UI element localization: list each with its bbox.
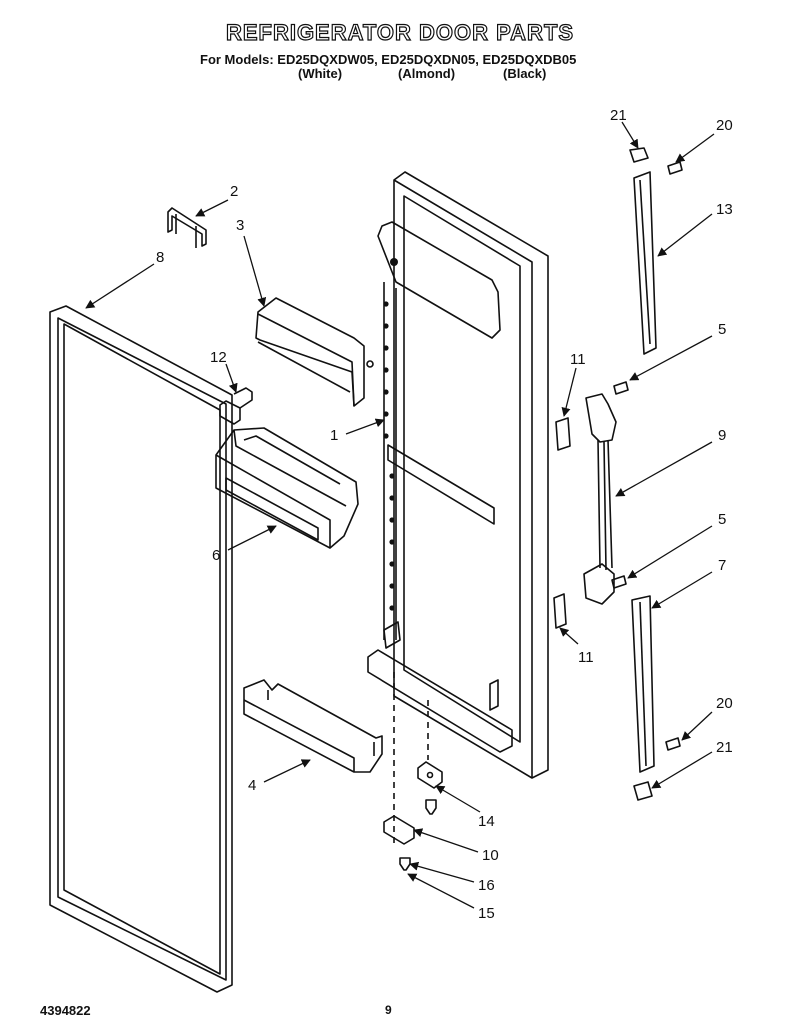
door-liner-holes <box>383 258 398 611</box>
page-number: 9 <box>385 1003 392 1017</box>
door-bin-part <box>215 427 359 549</box>
callout-10: 10 <box>482 847 499 864</box>
variant-white: (White) <box>298 66 343 81</box>
door-liner-part <box>367 171 549 779</box>
callout-1: 1 <box>330 427 338 444</box>
callout-20-upper: 20 <box>716 117 733 134</box>
callout-12: 12 <box>210 349 227 366</box>
callout-8: 8 <box>156 249 164 266</box>
bottom-trim-parts <box>633 737 681 801</box>
callout-15: 15 <box>478 905 495 922</box>
door-handle-part <box>553 381 629 629</box>
lower-hinge-parts <box>383 672 443 871</box>
callout-6: 6 <box>212 547 220 564</box>
callout-21-lower: 21 <box>716 739 733 756</box>
bracket-part <box>167 207 207 248</box>
dairy-door-part <box>255 297 374 407</box>
callout-14: 14 <box>478 813 495 830</box>
callout-5-lower: 5 <box>718 511 726 528</box>
page-title: REFRIGERATOR DOOR PARTS <box>225 19 575 45</box>
document-part-number: 4394822 <box>40 1003 91 1018</box>
models-line: For Models: ED25DQXDW05, ED25DQXDN05, ED… <box>200 52 577 67</box>
callout-20-lower: 20 <box>716 695 733 712</box>
door-gasket-part <box>49 305 233 993</box>
variant-almond: (Almond) <box>398 66 456 81</box>
callout-labels: 1 2 3 4 5 5 6 7 8 9 10 11 11 12 13 14 15… <box>156 107 733 922</box>
callout-7: 7 <box>718 557 726 574</box>
callout-16: 16 <box>478 877 495 894</box>
callout-3: 3 <box>236 217 244 234</box>
callout-13: 13 <box>716 201 733 218</box>
side-trim-part <box>631 595 655 773</box>
callout-4: 4 <box>248 777 256 794</box>
leader-lines <box>85 121 715 909</box>
callout-9: 9 <box>718 427 726 444</box>
clip-part <box>219 387 253 425</box>
callout-5-upper: 5 <box>718 321 726 338</box>
callout-2: 2 <box>230 183 238 200</box>
lower-shelf-part <box>243 679 383 773</box>
top-trim-parts <box>629 147 683 355</box>
callout-21-upper: 21 <box>610 107 627 124</box>
variant-black: (Black) <box>503 66 547 81</box>
callout-11-lower: 11 <box>578 649 594 666</box>
callout-11-upper: 11 <box>570 351 586 368</box>
